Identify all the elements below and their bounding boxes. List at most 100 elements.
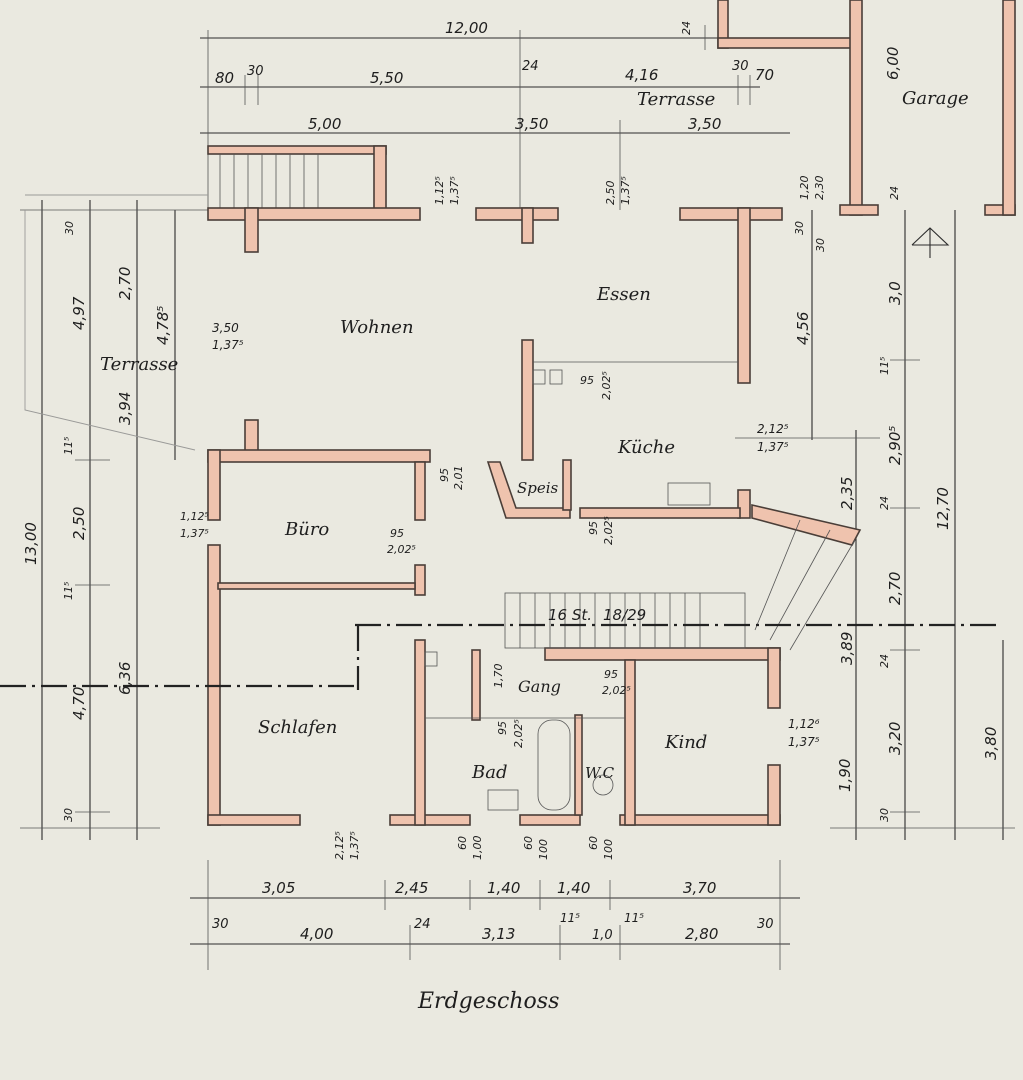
north-arrow-icon	[911, 227, 950, 258]
dim-label: 3,20	[886, 722, 904, 755]
dim-label: 24	[680, 21, 693, 35]
room-kind: Kind	[664, 732, 707, 753]
room-garage: Garage	[902, 88, 969, 109]
door-label: 1,70	[492, 664, 505, 689]
dim-label: 30	[814, 238, 827, 252]
room-essen: Essen	[596, 284, 651, 305]
dimension-lines	[20, 25, 1015, 970]
room-bad: Bad	[471, 762, 507, 783]
dim-label: 3,80	[982, 727, 1000, 760]
window-label: 100	[602, 839, 615, 860]
bottom-dimensions: 3,05 2,45 1,40 1,40 3,70 30 4,00 24 3,13…	[212, 879, 774, 943]
window-label: 1,37⁵	[348, 831, 361, 860]
dim-label: 3,13	[482, 925, 515, 943]
dim-label: 3,70	[683, 879, 716, 897]
room-terrasse-left: Terrasse	[100, 354, 178, 375]
dim-label: 2,90⁵	[886, 426, 904, 465]
dim-label: 70	[755, 66, 774, 84]
dim-label: 11⁵	[624, 911, 644, 925]
dim-label: 3,05	[262, 879, 295, 897]
door-label: 95	[390, 527, 404, 540]
dim-label: 30	[878, 808, 891, 822]
door-label: 2,02⁵	[602, 516, 615, 545]
dim-label: 2,70	[116, 267, 134, 300]
dim-label: 4,97	[70, 296, 88, 330]
window-label: 1,12⁶	[788, 717, 820, 731]
window-label: 1,37⁵	[757, 440, 789, 454]
dim-label: 5,00	[308, 115, 341, 133]
dim-label: 30	[757, 917, 774, 932]
room-gang: Gang	[518, 677, 561, 696]
dim-label: 13,00	[22, 522, 40, 565]
dim-label: 3,89	[838, 632, 856, 665]
window-label: 2,50	[604, 181, 617, 206]
plan-title: Erdgeschoss	[417, 989, 559, 1014]
top-dimensions: 12,00 24 80 30 5,50 24 4,16 30 70 5,00 3…	[215, 19, 902, 235]
dim-label: 2,30	[813, 176, 826, 201]
stairs-steps: 16 St.	[548, 606, 592, 624]
room-labels: Wohnen Essen Küche Speis Büro Schlafen G…	[100, 88, 969, 783]
dim-label: 4,16	[625, 66, 658, 84]
door-label: 2,02⁵	[512, 719, 525, 748]
dim-label: 4,56	[794, 312, 812, 345]
terrace-outline	[24, 145, 387, 451]
dim-label: 30	[63, 221, 76, 235]
room-kueche: Küche	[617, 437, 675, 458]
dim-label: 2,45	[395, 879, 428, 897]
window-label: 1,37⁵	[619, 176, 632, 205]
dim-label: 1,90	[836, 759, 854, 792]
dim-label: 2,35	[838, 477, 856, 510]
dim-label: 24	[878, 654, 891, 668]
dim-label: 1,40	[487, 879, 520, 897]
door-label: 2,02⁵	[387, 543, 416, 556]
room-terrasse-top: Terrasse	[637, 89, 715, 110]
dim-label: 5,50	[370, 69, 403, 87]
door-label: 2,02⁵	[602, 684, 631, 697]
dim-label: 24	[878, 496, 891, 510]
door-label: 95	[438, 468, 451, 482]
dim-label: 4,00	[300, 925, 333, 943]
door-label: 95	[604, 668, 618, 681]
dim-label: 11⁵	[878, 357, 891, 375]
room-speis: Speis	[517, 479, 559, 497]
stairs-ratio: 18/29	[603, 606, 646, 624]
door-label: 95	[587, 521, 600, 535]
room-wohnen: Wohnen	[340, 317, 414, 338]
window-label: 60	[587, 836, 600, 850]
door-label: 2,02⁵	[600, 371, 613, 400]
dim-label: 11⁵	[62, 582, 75, 600]
dim-label: 12,00	[445, 19, 488, 37]
window-label: 1,37⁵	[212, 338, 244, 352]
room-buero: Büro	[284, 519, 329, 540]
dim-label: 3,94	[116, 392, 134, 425]
window-label: 1,37⁵	[180, 527, 209, 540]
window-label: 100	[537, 839, 550, 860]
window-label: 3,50	[212, 321, 239, 335]
dim-label: 1,0	[592, 928, 613, 943]
walls	[207, 207, 862, 826]
dim-label: 30	[247, 64, 264, 79]
window-label: 2,12⁵	[757, 422, 789, 436]
window-label: 1,00	[471, 836, 484, 861]
dim-label: 4,78⁵	[154, 306, 172, 345]
left-dimensions: 30 2,70 4,97 4,78⁵ 3,94 11⁵ 13,00 2,50 1…	[22, 221, 172, 822]
dim-label: 11⁵	[62, 437, 75, 455]
dim-label: 6,00	[884, 47, 902, 80]
window-label: 60	[456, 836, 469, 850]
window-label: 1,12⁵	[433, 176, 446, 205]
dim-label: 4,70	[70, 687, 88, 720]
window-label: 2,12⁵	[333, 831, 346, 860]
dim-label: 24	[522, 59, 539, 74]
dim-label: 6,36	[116, 662, 134, 695]
dim-label: 1,20	[798, 176, 811, 201]
dim-label: 3,50	[515, 115, 548, 133]
right-dimensions: 30 4,56 3,0 11⁵ 2,90⁵ 2,35 24 12,70 2,70…	[794, 238, 1000, 822]
dim-label: 30	[212, 917, 229, 932]
staircase	[504, 519, 856, 651]
door-label: 95	[580, 374, 594, 387]
dim-label: 11⁵	[560, 911, 580, 925]
dim-label: 30	[732, 59, 749, 74]
dim-label: 30	[793, 221, 806, 235]
opening-dimensions: 1,12⁵ 1,37⁵ 2,50 1,37⁵ 3,50 1,37⁵ 2,12⁵ …	[180, 176, 820, 860]
